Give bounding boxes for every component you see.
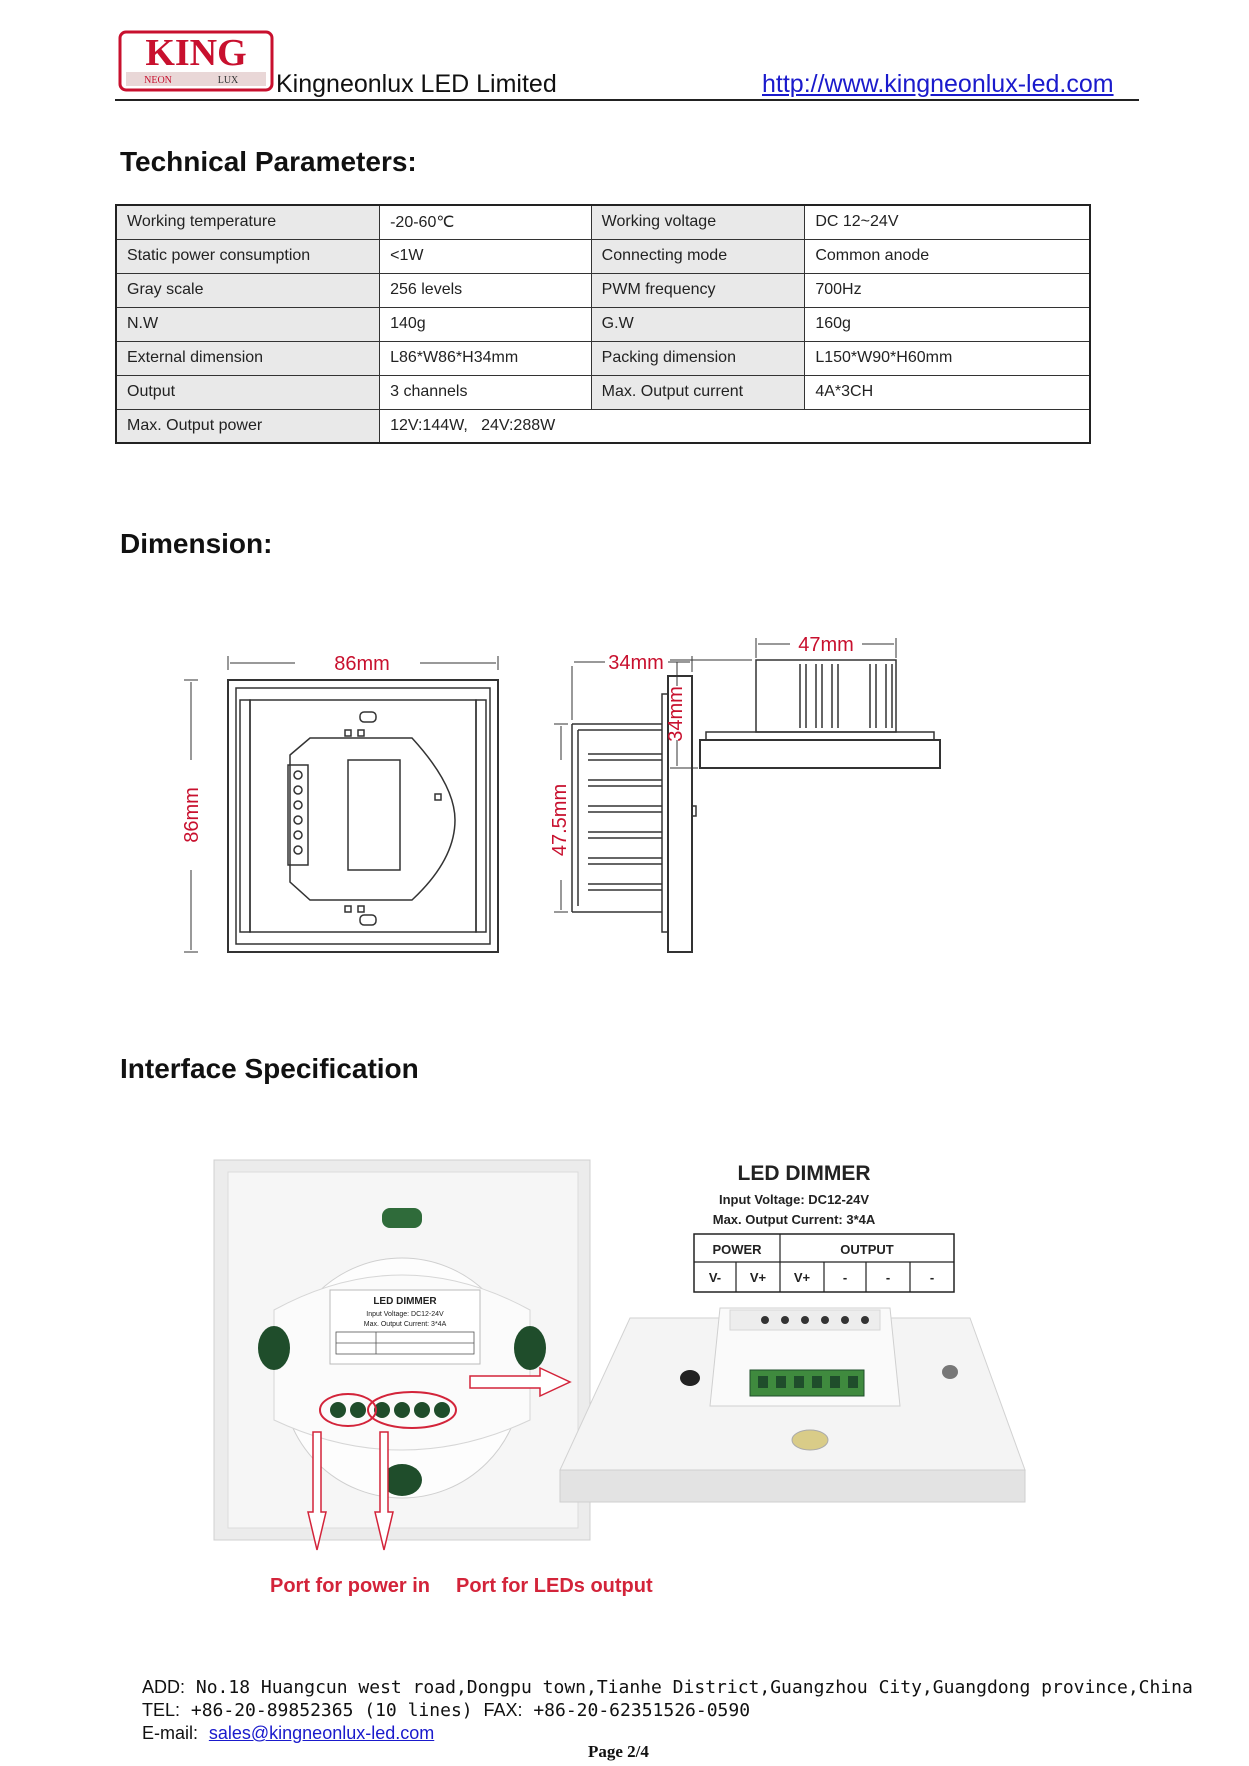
dimmer-title: LED DIMMER — [738, 1162, 871, 1185]
interface-diagram: LED DIMMER Input Voltage: DC12-24V Max. … — [213, 1159, 1026, 1597]
top-height-label: 34mm — [665, 686, 687, 742]
pin-label: V+ — [750, 1270, 767, 1285]
side-height-label: 47.5mm — [549, 784, 571, 856]
address-line: ADD: No.18 Huangcun west road,Dongpu tow… — [142, 1676, 1193, 1699]
table-row: N.W 140g G.W 160g — [115, 306, 1091, 342]
port-arrows — [307, 1366, 572, 1551]
param-label: PWM frequency — [590, 272, 806, 308]
fax-number: +86-20-62351526-0590 — [533, 1700, 751, 1721]
param-value: 160g — [804, 306, 1091, 342]
dimmer-current: Max. Output Current: 3*4A — [713, 1212, 876, 1227]
param-label: G.W — [590, 306, 806, 342]
power-header: POWER — [712, 1242, 762, 1257]
page-footer: ADD: No.18 Huangcun west road,Dongpu tow… — [142, 1676, 1193, 1745]
dimmer-voltage: Input Voltage: DC12-24V — [719, 1192, 869, 1207]
param-value: <1W — [379, 238, 592, 274]
port-power-label: Port for power in — [270, 1575, 430, 1597]
small-label-voltage: Input Voltage: DC12-24V — [366, 1311, 444, 1318]
param-value: L150*W90*H60mm — [804, 340, 1091, 376]
table-row: Output 3 channels Max. Output current 4A… — [115, 374, 1091, 410]
top-view-drawing — [670, 638, 941, 769]
param-value: 140g — [379, 306, 592, 342]
small-label-title: LED DIMMER — [373, 1296, 437, 1307]
param-label: N.W — [115, 306, 381, 342]
front-width-label: 86mm — [334, 653, 390, 675]
param-value: L86*W86*H34mm — [379, 340, 592, 376]
param-label: Packing dimension — [590, 340, 806, 376]
param-value: 700Hz — [804, 272, 1091, 308]
param-value: 12V:144W, 24V:288W — [379, 408, 1091, 444]
logo-sub-right: LUX — [218, 75, 239, 86]
param-label: Working voltage — [590, 204, 806, 240]
table-row: Static power consumption <1W Connecting … — [115, 238, 1091, 274]
param-label: Connecting mode — [590, 238, 806, 274]
param-label: External dimension — [115, 340, 381, 376]
back-view-photo: LED DIMMER Input Voltage: DC12-24V Max. … — [213, 1159, 591, 1541]
front-view-drawing — [184, 656, 499, 953]
interface-specification-title: Interface Specification — [120, 1053, 419, 1084]
side-view-drawing — [554, 656, 697, 953]
email-link[interactable]: sales@kingneonlux-led.com — [208, 1723, 435, 1743]
pin-label: - — [843, 1270, 847, 1285]
param-value: -20-60℃ — [379, 204, 592, 240]
tel-number: +86-20-89852365 (10 lines) — [190, 1700, 473, 1721]
header-divider — [115, 99, 1139, 101]
port-leds-label: Port for LEDs output — [456, 1575, 653, 1597]
address-label: ADD: — [142, 1677, 186, 1697]
table-row: Gray scale 256 levels PWM frequency 700H… — [115, 272, 1091, 308]
param-label: Output — [115, 374, 381, 410]
table-row: Working temperature -20-60℃ Working volt… — [115, 204, 1091, 240]
front-height-label: 86mm — [181, 787, 203, 843]
address-text: No.18 Huangcun west road,Dongpu town,Tia… — [195, 1677, 1193, 1698]
email-label: E-mail: — [142, 1723, 199, 1743]
phone-line: TEL: +86-20-89852365 (10 lines) FAX: +86… — [142, 1699, 1193, 1722]
table-row: External dimension L86*W86*H34mm Packing… — [115, 340, 1091, 376]
email-line: E-mail: sales@kingneonlux-led.com — [142, 1722, 1193, 1745]
page-number: Page 2/4 — [588, 1742, 649, 1761]
pin-label: V- — [709, 1270, 721, 1285]
param-value: Common anode — [804, 238, 1091, 274]
fax-label: FAX: — [483, 1700, 523, 1720]
table-row: Max. Output power 12V:144W, 24V:288W — [115, 408, 1091, 444]
company-logo: KING NEON LUX — [118, 30, 274, 92]
param-value: 3 channels — [379, 374, 592, 410]
param-label: Gray scale — [115, 272, 381, 308]
param-value: 256 levels — [379, 272, 592, 308]
pin-label: - — [930, 1270, 934, 1285]
param-label: Static power consumption — [115, 238, 381, 274]
tel-label: TEL: — [142, 1700, 181, 1720]
dimmer-label-card: LED DIMMER Input Voltage: DC12-24V Max. … — [693, 1162, 955, 1293]
side-view-photo — [559, 1307, 1026, 1503]
logo-sub-left: NEON — [144, 75, 172, 86]
technical-parameters-table: Working temperature -20-60℃ Working volt… — [115, 204, 1091, 444]
logo-text: KING — [145, 32, 246, 74]
pin-label: - — [886, 1270, 890, 1285]
company-name: Kingneonlux LED Limited — [276, 70, 557, 98]
side-depth-label: 34mm — [608, 652, 664, 674]
param-label: Max. Output current — [590, 374, 806, 410]
output-header: OUTPUT — [840, 1242, 894, 1257]
param-label: Working temperature — [115, 204, 381, 240]
param-value: 4A*3CH — [804, 374, 1091, 410]
dimension-drawing: 86mm 86mm 34mm 47.5mm — [181, 634, 941, 953]
param-value: DC 12~24V — [804, 204, 1091, 240]
top-width-label: 47mm — [798, 634, 854, 656]
company-url-link[interactable]: http://www.kingneonlux-led.com — [762, 70, 1114, 98]
param-label: Max. Output power — [115, 408, 381, 444]
technical-parameters-title: Technical Parameters: — [120, 146, 417, 177]
small-label-current: Max. Output Current: 3*4A — [364, 1321, 447, 1328]
dimension-title: Dimension: — [120, 528, 273, 559]
pin-label: V+ — [794, 1270, 811, 1285]
